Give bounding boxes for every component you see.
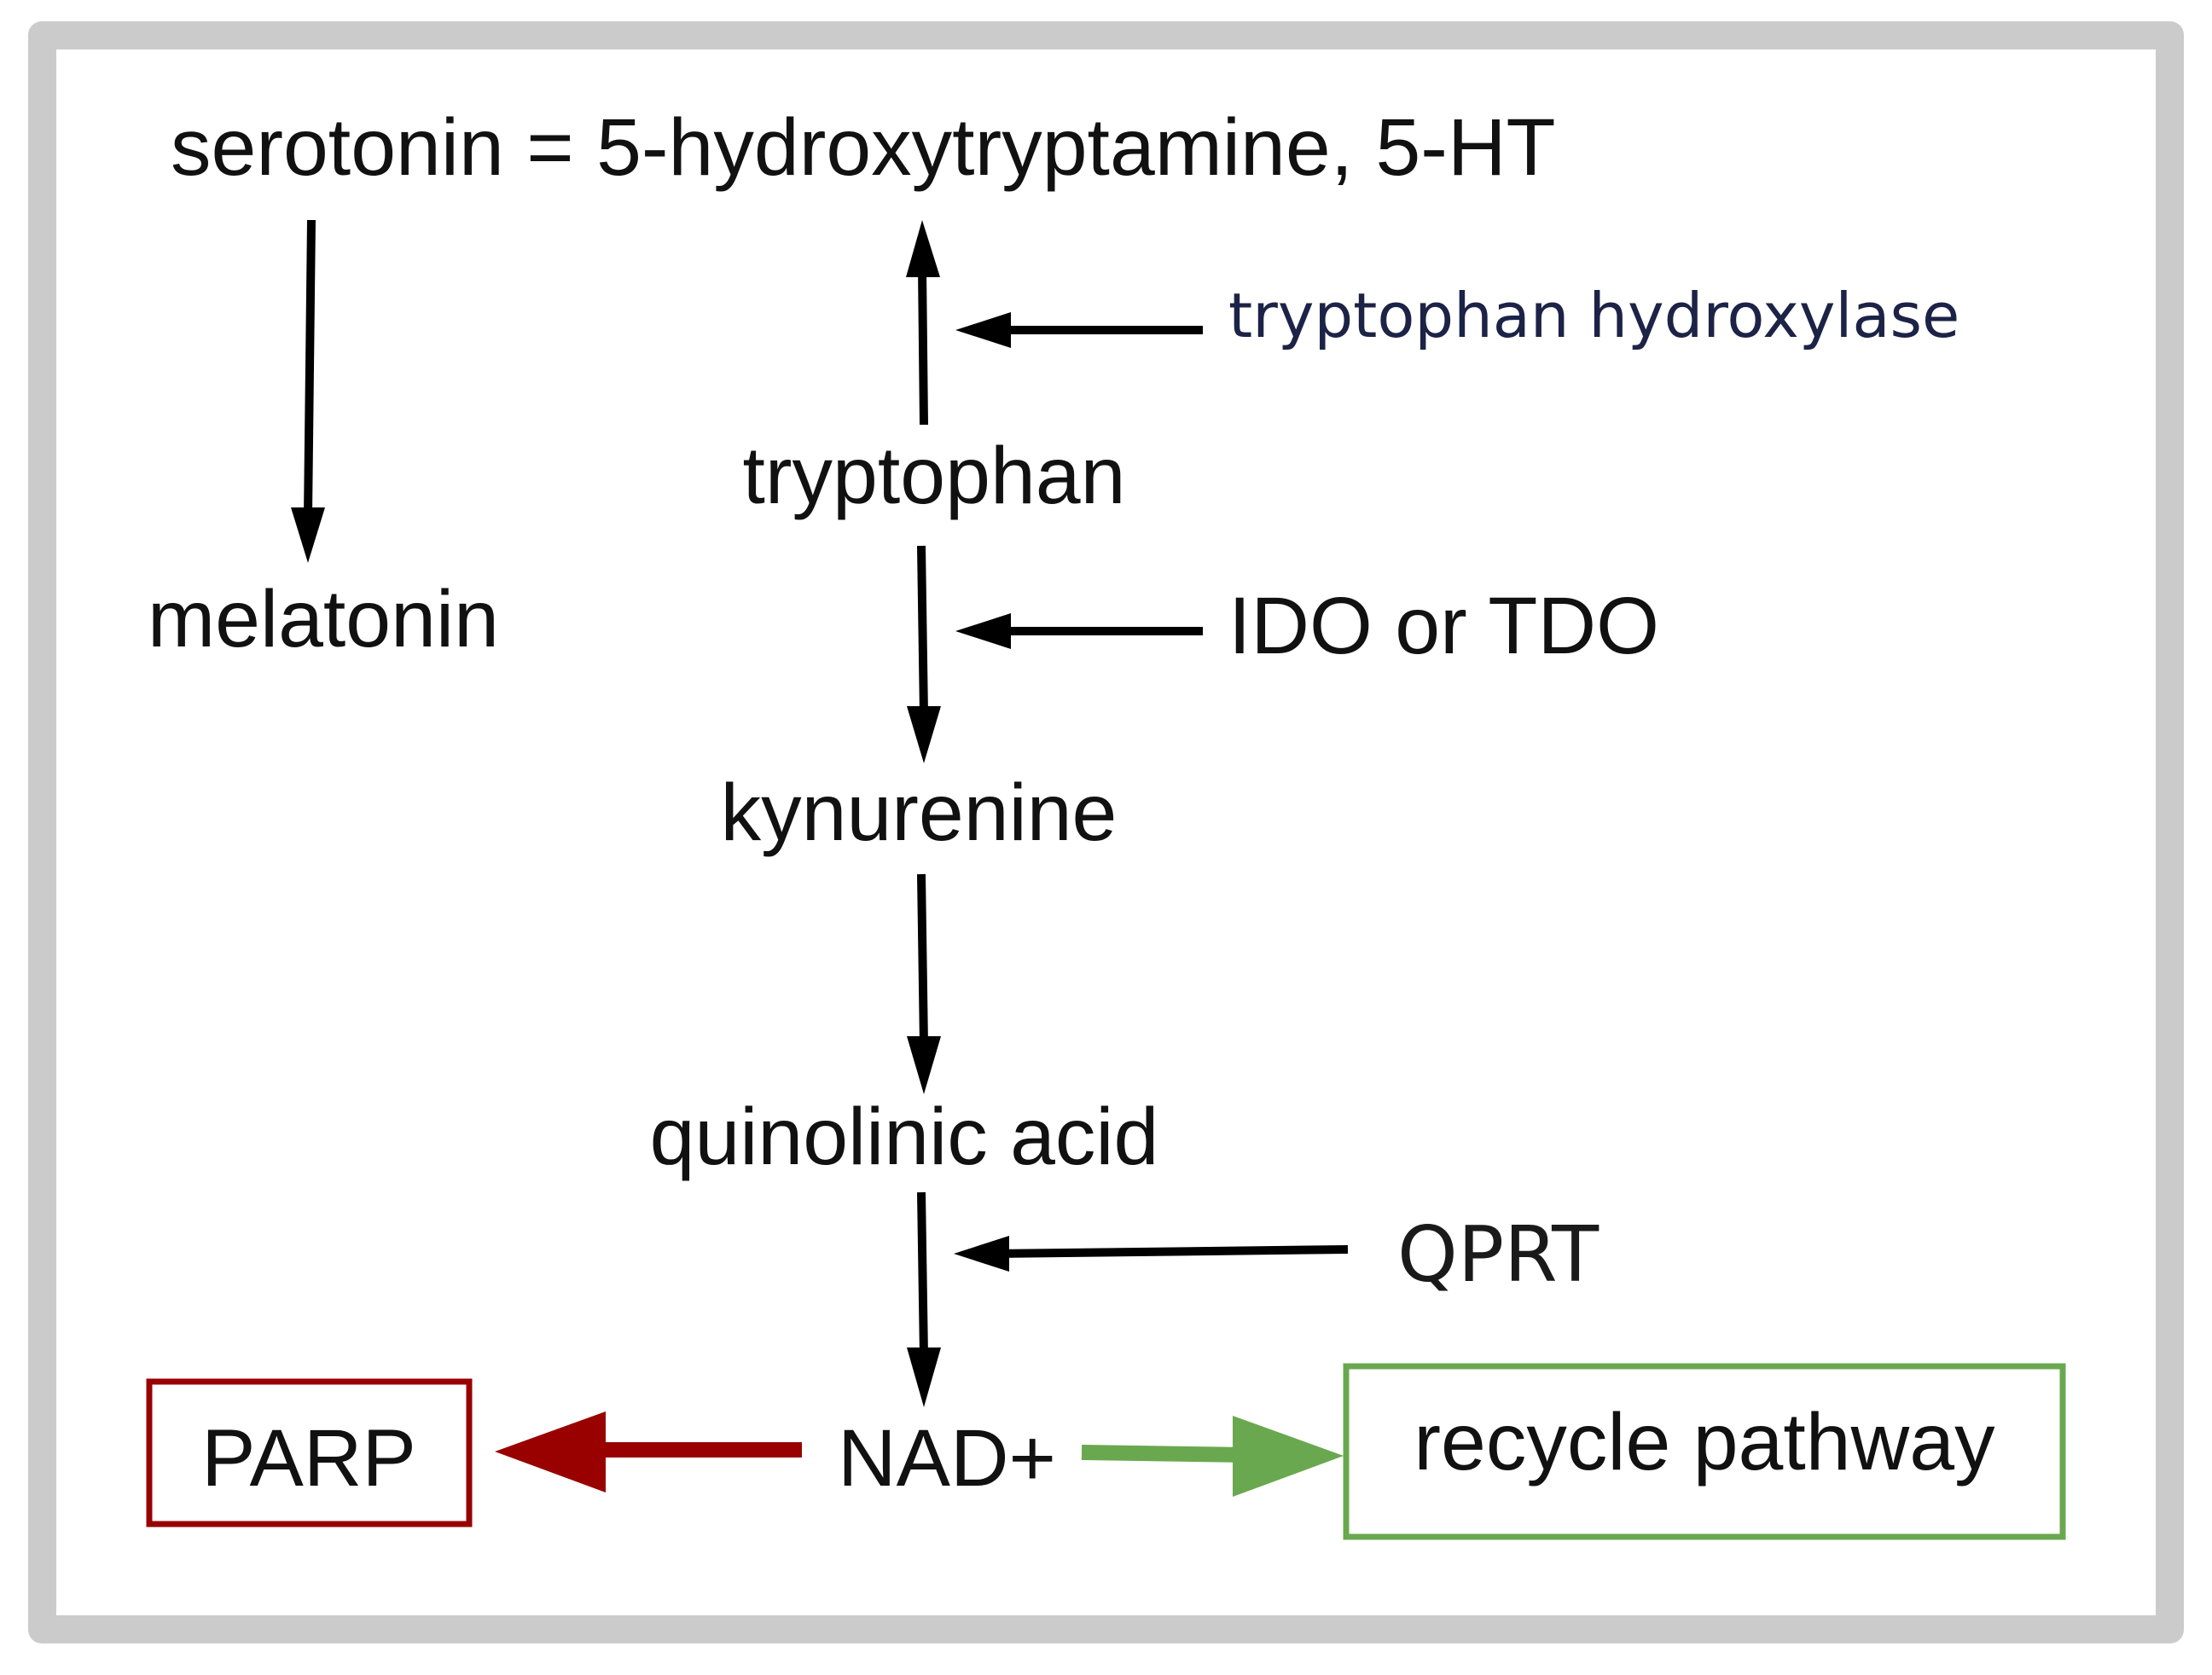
parp-box [146, 1378, 473, 1527]
enzyme-qprt: QPRT [1397, 1210, 1599, 1300]
arrow-serotonin-to-melatonin [291, 219, 325, 563]
arrow-tryptophan-hydroxylase [955, 312, 1203, 348]
enzyme-tryptophan-hydroxylase: tryptophan hydroxylase [1228, 280, 1959, 351]
arrow-tryptophan-to-kynurenine [907, 545, 941, 763]
arrow-nad-to-parp [495, 1411, 802, 1492]
node-kynurenine: kynurenine [721, 768, 1118, 858]
diagram-frame [28, 21, 2184, 1643]
arrow-qprt [954, 1236, 1349, 1272]
arrow-quinolinic-acid-to-nad [907, 1191, 941, 1407]
node-tryptophan: tryptophan [743, 431, 1126, 521]
arrow-nad-to-recycle-pathway [1081, 1416, 1344, 1497]
node-recycle-pathway: recycle pathway [1414, 1397, 1995, 1487]
arrow-tryptophan-to-serotonin [906, 220, 940, 426]
node-parp: PARP [201, 1413, 416, 1504]
node-quinolinic-acid: quinolinic acid [650, 1092, 1159, 1182]
node-serotonin: serotonin = 5-hydroxytryptamine, 5-HT [171, 102, 1556, 193]
node-melatonin: melatonin [148, 574, 499, 664]
arrow-kynurenine-to-quinolinic-acid [907, 873, 941, 1094]
recycle-pathway-box [1343, 1363, 2066, 1540]
node-nad: NAD+ [838, 1413, 1056, 1504]
arrow-ido-or-tdo [955, 613, 1203, 649]
enzyme-ido-or-tdo: IDO or TDO [1228, 581, 1659, 671]
